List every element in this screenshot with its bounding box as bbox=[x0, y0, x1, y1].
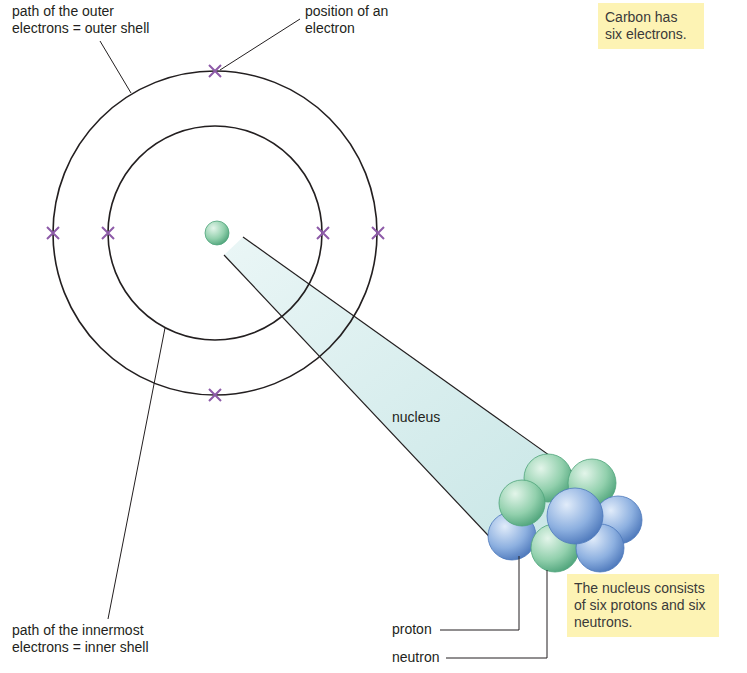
note-text: The nucleus consists of six protons and … bbox=[574, 580, 712, 631]
electron-crosses bbox=[47, 65, 384, 401]
note-text: Carbon has six electrons. bbox=[605, 9, 697, 43]
note-box: Carbon has six electrons. bbox=[598, 3, 704, 49]
zoom-arrow bbox=[224, 255, 500, 548]
part-label: neutron bbox=[392, 649, 439, 666]
part-label: position of an electron bbox=[305, 3, 405, 37]
outer-shell bbox=[53, 71, 377, 395]
part-label: path of the innermost electrons = inner … bbox=[12, 622, 162, 656]
part-label: path of the outer electrons = outer shel… bbox=[12, 3, 162, 37]
inner-shell bbox=[108, 126, 322, 340]
nucleus-cluster bbox=[488, 454, 642, 572]
zoom-cone bbox=[224, 237, 612, 548]
nucleus-dot bbox=[205, 221, 229, 245]
leader-lines bbox=[100, 19, 547, 658]
nucleus-label: nucleus bbox=[392, 409, 440, 426]
part-label: proton bbox=[392, 621, 432, 638]
note-box: The nucleus consists of six protons and … bbox=[567, 574, 719, 637]
